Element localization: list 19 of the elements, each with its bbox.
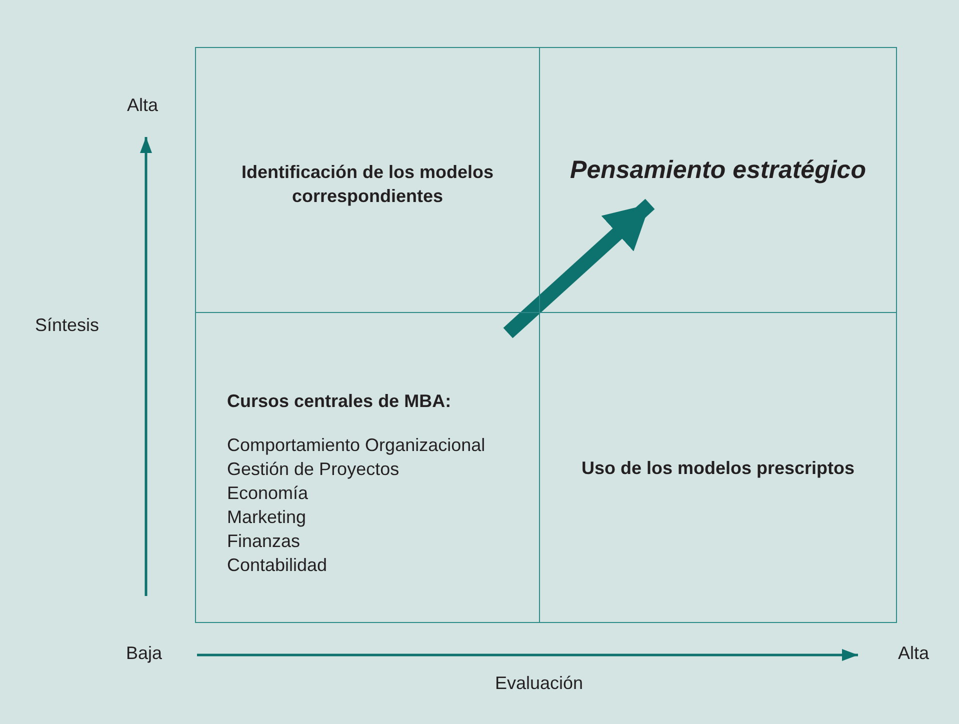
list-item: Comportamiento Organizacional <box>227 434 486 457</box>
quadrant-text: Uso de los modelos prescriptos <box>580 457 856 480</box>
quadrant-title: Pensamiento estratégico <box>569 156 867 185</box>
axis-label: Baja <box>126 643 162 664</box>
quadrant-text: Identificación de los modelos correspondientes <box>240 161 495 208</box>
axis-title: Evaluación <box>495 673 584 694</box>
list-item: Gestión de Proyectos <box>227 458 400 481</box>
quadrant-cell <box>195 47 540 313</box>
quadrant-cell <box>195 312 540 623</box>
list-item: Finanzas <box>227 530 302 553</box>
axis-label: Alta <box>127 95 158 116</box>
list-item: Marketing <box>227 506 308 529</box>
quadrant-cell <box>539 47 897 313</box>
quadrant-cell <box>539 312 897 623</box>
axis-title: Síntesis <box>35 315 100 336</box>
list-heading: Cursos centrales de MBA: <box>227 390 452 413</box>
axis-label: Alta <box>898 643 930 664</box>
list-item: Contabilidad <box>227 554 328 577</box>
list-item: Economía <box>227 482 310 505</box>
